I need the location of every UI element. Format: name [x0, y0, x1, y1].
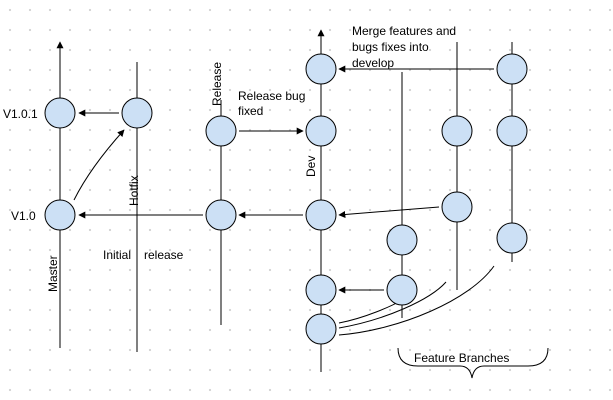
label-initial: Initial — [103, 248, 131, 262]
dev-node-middle[interactable] — [305, 199, 337, 231]
feature3-node-middle[interactable] — [496, 115, 528, 147]
label-v101: V1.0.1 — [3, 107, 38, 121]
label-release-bug-line2: fixed — [238, 104, 263, 118]
label-hotfix: Hotfix — [127, 175, 141, 206]
label-merge-line1: Merge features and — [352, 24, 456, 38]
feature1-node-bottom[interactable] — [386, 274, 418, 306]
hotfix-node[interactable] — [121, 97, 153, 129]
master-node-v101[interactable] — [44, 97, 76, 129]
release-node-top[interactable] — [205, 115, 237, 147]
feature-to-dev-arrow — [338, 206, 440, 218]
feature2-node-bottom[interactable] — [441, 191, 473, 223]
feature-curve-2 — [338, 281, 447, 329]
master-to-hotfix-curve — [73, 129, 125, 201]
label-v10: V1.0 — [11, 209, 36, 223]
feature3-node-bottom[interactable] — [496, 222, 528, 254]
label-merge-line3: develop — [352, 56, 394, 70]
label-feature-branches: Feature Branches — [414, 351, 509, 365]
dev-node-lower[interactable] — [305, 274, 337, 306]
feature2-node-top[interactable] — [441, 115, 473, 147]
label-release-bug-line1: Release bug — [238, 89, 305, 103]
label-release-branch: Release — [210, 62, 224, 106]
release-node-bottom[interactable] — [205, 199, 237, 231]
dev-node-root[interactable] — [305, 313, 337, 345]
label-merge-line2: bugs fixes into — [352, 40, 429, 54]
dev-node-release-fix[interactable] — [305, 115, 337, 147]
feature-branches-brace — [397, 347, 549, 379]
feature-curve-1 — [338, 299, 403, 324]
feature1-node-top[interactable] — [386, 224, 418, 256]
label-initial-release: release — [144, 248, 184, 262]
master-node-v10[interactable] — [44, 199, 76, 231]
label-dev: Dev — [304, 156, 318, 177]
label-master: Master — [46, 255, 60, 292]
feature-curve-3 — [338, 265, 495, 336]
feature3-node-top[interactable] — [496, 53, 528, 85]
dev-node-top[interactable] — [305, 53, 337, 85]
